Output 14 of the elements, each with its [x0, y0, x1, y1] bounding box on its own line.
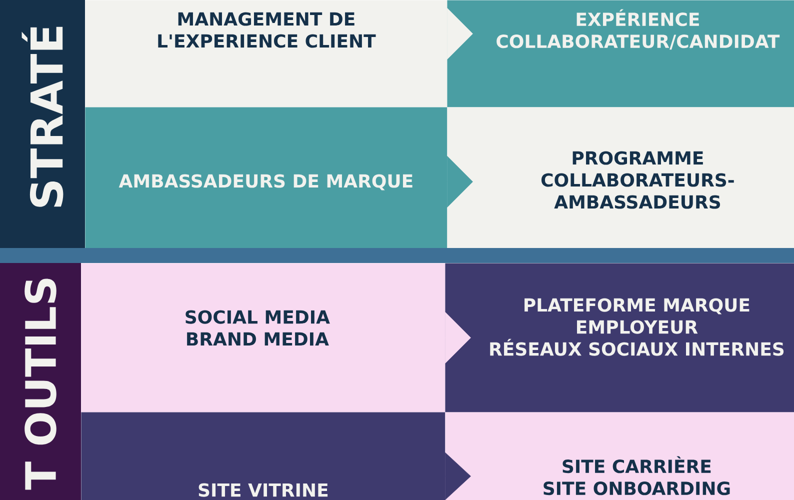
content-cell: PROGRAMME COLLABORATEURS- AMBASSADEURS — [447, 107, 794, 248]
chevron-arrow — [444, 452, 471, 500]
content-cell: MANAGEMENT DE L'EXPERIENCE CLIENT — [85, 0, 448, 108]
chevron-arrow — [444, 312, 471, 364]
content-cell: EXPÉRIENCE COLLABORATEUR/CANDIDAT — [447, 0, 794, 108]
content-cell: SOCIAL MEDIA BRAND MEDIA — [81, 263, 446, 412]
content-cell: SITE CARRIÈRE SITE ONBOARDING — [445, 412, 794, 500]
content-cell: AMBASSADEURS DE MARQUE — [85, 107, 448, 248]
chevron-arrow — [446, 8, 473, 60]
title-band: STRATÉ — [0, 0, 85, 248]
title-band: T OUTILS — [0, 263, 81, 500]
chevron-arrow — [446, 156, 473, 208]
divider-bar — [0, 248, 794, 263]
content-cell: PLATEFORME MARQUE EMPLOYEUR RÉSEAUX SOCIAUX INTERNES — [445, 263, 794, 412]
